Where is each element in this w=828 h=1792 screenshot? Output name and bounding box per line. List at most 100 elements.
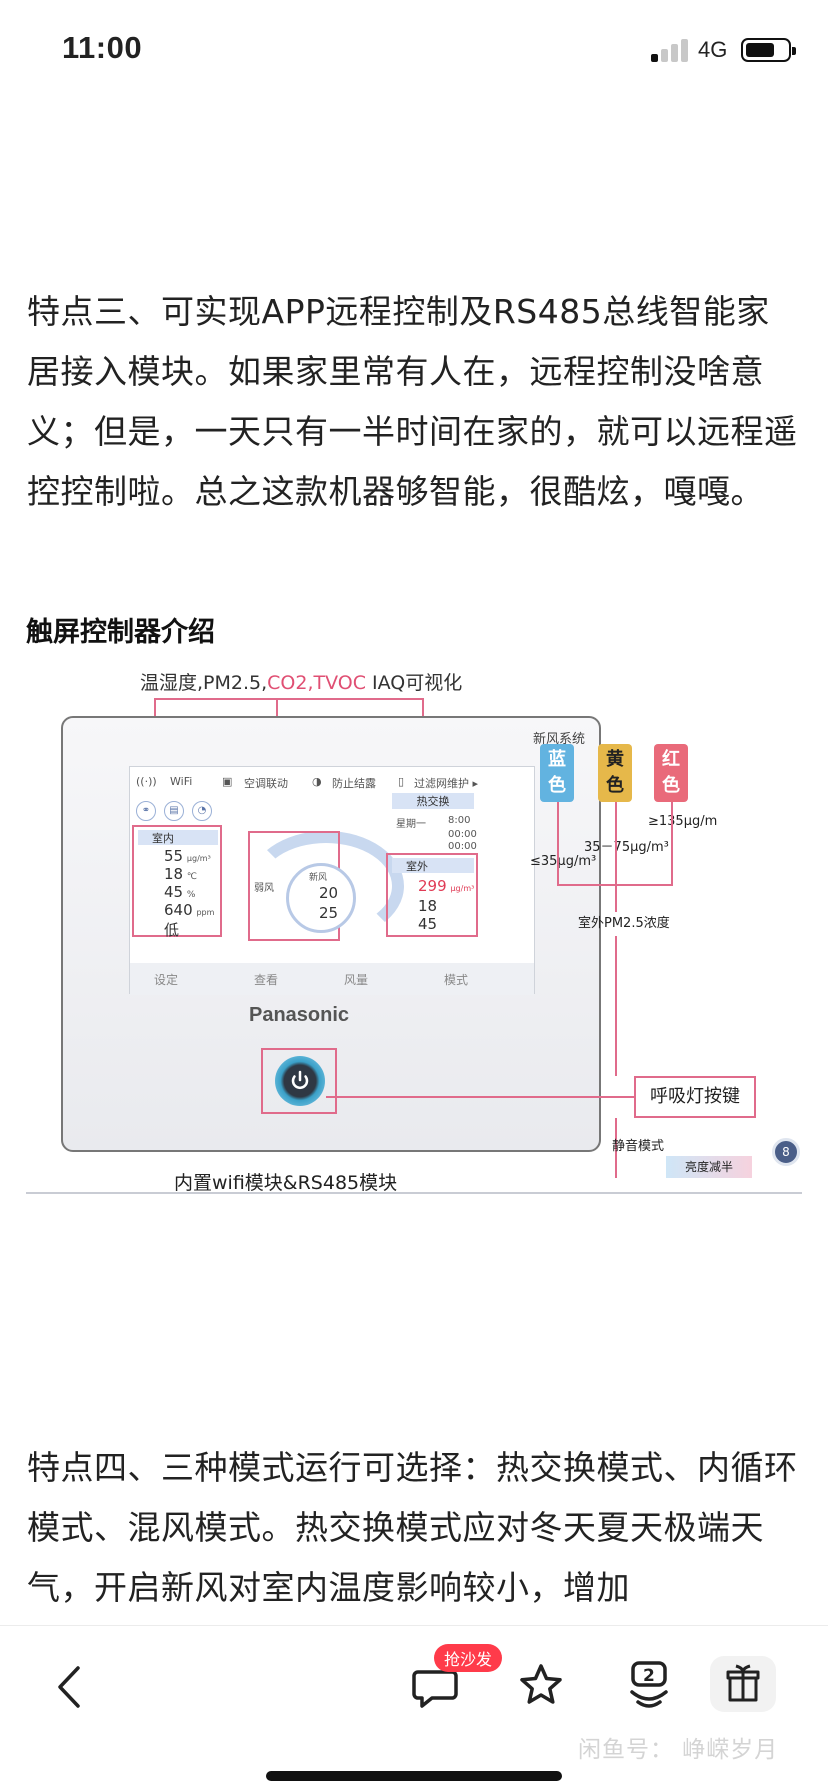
gift-icon <box>726 1664 760 1702</box>
outdoor-temp: 18 <box>418 897 438 915</box>
threshold-mid: 35－75μg/m³ <box>584 840 669 855</box>
home-indicator <box>266 1771 562 1781</box>
copy-icon: ▤ <box>164 801 184 821</box>
wifi-icon: ((·)) <box>136 775 157 788</box>
threshold-low: ≤35μg/m³ <box>530 854 597 869</box>
timer-2: 00:00 <box>448 841 477 852</box>
anti-dew-icon: ◑ <box>312 775 322 788</box>
article-image[interactable]: 触屏控制器介绍 温湿度,PM2.5,CO2,TVOC IAQ可视化 新风系统 (… <box>26 596 802 1194</box>
connector-line <box>615 884 673 886</box>
outdoor-pm-unit: μg/m³ <box>450 884 475 893</box>
ac-link-label: 空调联动 <box>244 777 288 790</box>
power-button-box <box>261 1048 337 1114</box>
threshold-high: ≥135μg/m <box>648 814 718 829</box>
divider <box>26 1192 802 1194</box>
subtitle-part-a: 温湿度,PM2.5, <box>140 672 268 694</box>
indoor-tvoc: 低 <box>164 921 180 939</box>
center-pm: 20 <box>319 884 339 902</box>
article-paragraph: 特点三、可实现APP远程控制及RS485总线智能家居接入模块。如果家里常有人在，… <box>27 292 798 511</box>
indoor-box: 室内 55 μg/m³ 18 ℃ 45 % 640 ppm 低 <box>132 825 222 939</box>
red-chip: 红色 <box>654 744 688 802</box>
schedule-day: 星期一 <box>396 819 426 830</box>
connector-line <box>671 802 673 884</box>
page-number: 8 <box>772 1138 800 1166</box>
subtitle-part-b: CO2,TVOC <box>267 672 366 694</box>
timer-icon: ◔ <box>192 801 212 821</box>
figure-caption: 内置wifi模块&RS485模块 <box>174 1172 398 1194</box>
signal-icon <box>651 38 691 62</box>
figure-subtitle: 温湿度,PM2.5,CO2,TVOC IAQ可视化 <box>140 668 462 695</box>
indoor-hum-unit: % <box>186 890 196 900</box>
connector-line <box>326 1096 634 1098</box>
connector-line <box>154 698 424 700</box>
figure-title: 触屏控制器介绍 <box>26 617 215 648</box>
blue-chip: 蓝色 <box>540 744 574 802</box>
favorite-button[interactable] <box>516 1660 566 1710</box>
center-label: 新风 <box>309 873 328 883</box>
indoor-co2-unit: ppm <box>196 908 215 917</box>
filter-icon: ▯ <box>398 775 405 788</box>
anti-dew-label: 防止结露 <box>332 777 376 790</box>
status-bar: 11:00 4G <box>0 0 828 100</box>
outdoor-header: 室外 <box>392 858 474 873</box>
bottom-toolbar: 抢沙发 2 闲鱼号： 峥嵘岁月 <box>0 1625 828 1792</box>
watermark: 闲鱼号： 峥嵘岁月 <box>578 1737 779 1763</box>
article-paragraph: 特点四、三种模式运行可选择：热交换模式、内循环模式、混风模式。热交换模式应对冬天… <box>27 1448 798 1607</box>
more-button[interactable] <box>710 1656 776 1712</box>
ac-icon: ▣ <box>222 775 233 788</box>
connector-line <box>615 1118 617 1178</box>
comment-button[interactable] <box>410 1662 460 1712</box>
share-icon <box>630 1661 668 1708</box>
sofa-badge: 抢沙发 <box>434 1644 503 1672</box>
center-side: 弱风 <box>254 883 274 894</box>
breath-button-label: 呼吸灯按键 <box>634 1076 756 1118</box>
filter-label: 过滤网维护 ▸ <box>414 777 479 790</box>
nav-settings: 设定 <box>154 973 179 987</box>
screen-nav: 设定 查看 风量 模式 <box>130 963 534 995</box>
screen-top-bar: ((·)) WiFi ▣ 空调联动 ◑ 防止结露 ▯ 过滤网维护 ▸ <box>130 773 534 793</box>
share-button[interactable]: 2 <box>624 1658 674 1712</box>
nav-mode: 模式 <box>444 973 469 987</box>
panel-tag: 新风系统 <box>532 732 585 747</box>
wifi-label: WiFi <box>170 775 193 788</box>
nav-fan: 风量 <box>344 973 369 987</box>
center-dial: 新风 20 25 <box>286 863 356 933</box>
back-button[interactable] <box>50 1662 90 1712</box>
brand-logo: Panasonic <box>249 1004 350 1026</box>
controller-panel: 新风系统 ((·)) WiFi ▣ 空调联动 ◑ 防止结露 ▯ 过滤网维护 ▸ … <box>61 716 601 1152</box>
schedule-time: 8:00 <box>448 815 471 826</box>
controller-screen: ((·)) WiFi ▣ 空调联动 ◑ 防止结露 ▯ 过滤网维护 ▸ ⚭ ▤ ◔… <box>129 766 535 995</box>
chevron-left-icon <box>58 1666 80 1708</box>
heat-exchange-label: 热交换 <box>392 793 474 809</box>
indoor-co2: 640 <box>164 901 193 919</box>
outdoor-hum: 45 <box>418 915 438 933</box>
indoor-hum: 45 <box>164 883 184 901</box>
center-temp: 25 <box>319 904 339 922</box>
status-time: 11:00 <box>62 30 143 65</box>
quiet-mode-label: 静音模式 <box>612 1139 665 1154</box>
yellow-chip: 黄色 <box>598 744 632 802</box>
outdoor-pm-label: 室外PM2.5浓度 <box>578 916 670 931</box>
outdoor-pm: 299 <box>418 877 447 895</box>
indoor-header: 室内 <box>138 830 218 845</box>
link-icon: ⚭ <box>136 801 156 821</box>
connector-line <box>557 884 615 886</box>
indoor-temp: 18 <box>164 865 184 883</box>
connector-line <box>557 802 559 884</box>
indoor-pm-unit: μg/m³ <box>186 854 211 863</box>
comment-icon <box>412 1670 458 1708</box>
connector-line <box>615 802 617 912</box>
network-type: 4G <box>698 37 728 62</box>
power-icon <box>275 1056 325 1106</box>
battery-icon <box>741 38 796 62</box>
brightness-label: 亮度减半 <box>666 1156 752 1178</box>
share-count: 2 <box>643 1666 655 1686</box>
outdoor-box: 室外 299 μg/m³ 18 45 <box>386 853 478 937</box>
indoor-temp-unit: ℃ <box>186 872 198 882</box>
nav-view: 查看 <box>254 973 279 987</box>
connector-line <box>615 936 617 1076</box>
subtitle-part-c: IAQ可视化 <box>366 672 463 694</box>
timer-1: 00:00 <box>448 829 477 840</box>
indoor-pm: 55 <box>164 847 184 865</box>
star-icon <box>520 1664 562 1704</box>
